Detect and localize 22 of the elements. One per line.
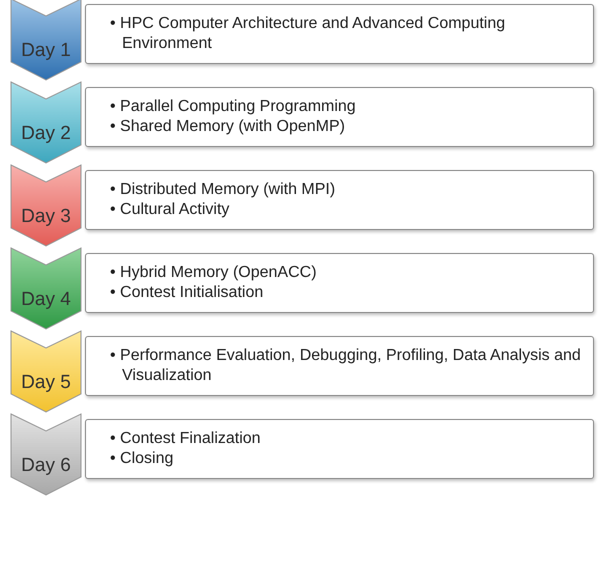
content-box	[85, 170, 594, 230]
bullet-text: • Cultural Activity	[110, 200, 230, 220]
content-box	[85, 336, 594, 396]
day-label: Day 2	[20, 123, 72, 145]
bullet-text: • Parallel Computing Programming	[110, 97, 356, 117]
day-label: Day 6	[20, 455, 72, 477]
bullet-text: • Contest Finalization	[110, 429, 261, 449]
content-box	[85, 4, 594, 64]
content-box	[85, 253, 594, 313]
day-label: Day 1	[20, 40, 72, 62]
day-label: Day 4	[20, 289, 72, 311]
bullet-text: • Shared Memory (with OpenMP)	[110, 117, 346, 137]
bullet-text: • Hybrid Memory (OpenACC)	[110, 263, 317, 283]
bullet-text: • HPC Computer Architecture and Advanced Computing Environment	[110, 14, 506, 54]
content-box	[85, 419, 594, 479]
bullet-text: • Distributed Memory (with MPI)	[110, 180, 336, 200]
day-label: Day 5	[20, 372, 72, 394]
content-box	[85, 87, 594, 147]
bullet-text: • Performance Evaluation, Debugging, Profiling, Data Analysis and Visualization	[110, 346, 582, 386]
day-label: Day 3	[20, 206, 72, 228]
bullet-text: • Closing	[110, 449, 174, 469]
bullet-text: • Contest Initialisation	[110, 283, 264, 303]
